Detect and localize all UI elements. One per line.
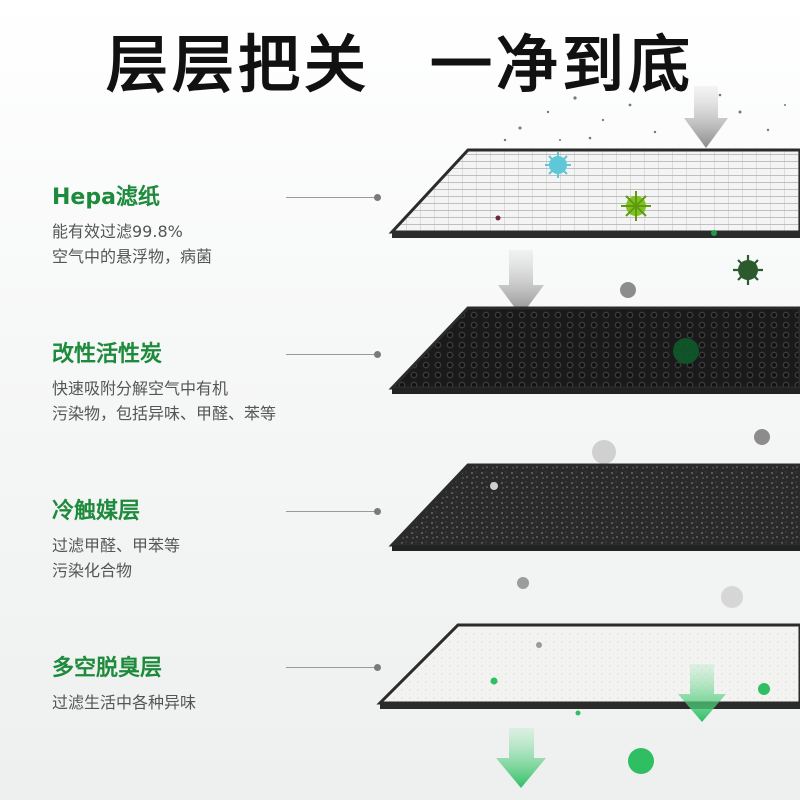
carbon-filter-layer bbox=[388, 306, 800, 394]
particle-dot bbox=[575, 710, 581, 716]
virus-icon bbox=[621, 191, 651, 221]
connector-line bbox=[286, 508, 381, 515]
layer-name: 改性活性炭 bbox=[52, 342, 163, 367]
layer-desc-line: 污染物，包括异味、甲醛、苯等 bbox=[52, 404, 277, 423]
layer-label-carbon: 改性活性炭 快速吸附分解空气中有机 污染物，包括异味、甲醛、苯等 bbox=[52, 340, 312, 426]
headline: 层层把关一净到底 bbox=[0, 14, 800, 104]
layer-name: Hepa滤纸 bbox=[52, 185, 160, 210]
layer-description: 能有效过滤99.8% 空气中的悬浮物，病菌 bbox=[52, 219, 312, 269]
particle-dot bbox=[754, 429, 770, 445]
layer-name: 多空脱臭层 bbox=[52, 656, 163, 681]
virus-icon bbox=[733, 255, 763, 285]
layer-label-deodorizing: 多空脱臭层 过滤生活中各种异味 bbox=[52, 654, 312, 715]
layer-desc-line: 快速吸附分解空气中有机 bbox=[52, 379, 229, 398]
particle-dot bbox=[620, 282, 636, 298]
particle-dot bbox=[592, 440, 616, 464]
connector-line bbox=[286, 664, 381, 671]
down-arrow-icon bbox=[498, 250, 544, 316]
layer-desc-line: 过滤甲醛、甲苯等 bbox=[52, 536, 181, 555]
particle-dot bbox=[517, 577, 529, 589]
layer-name: 冷触媒层 bbox=[52, 499, 141, 524]
layer-label-hepa: Hepa滤纸 能有效过滤99.8% 空气中的悬浮物，病菌 bbox=[52, 183, 312, 269]
layer-desc-line: 空气中的悬浮物，病菌 bbox=[52, 247, 213, 266]
layer-desc-line: 能有效过滤99.8% bbox=[52, 222, 183, 241]
cold-catalyst-layer bbox=[388, 463, 800, 551]
hepa-filter-layer bbox=[388, 148, 800, 238]
layer-desc-line: 污染化合物 bbox=[52, 561, 133, 580]
layer-description: 快速吸附分解空气中有机 污染物，包括异味、甲醛、苯等 bbox=[52, 376, 312, 426]
deodorizing-layer bbox=[376, 623, 800, 709]
particle-dot bbox=[758, 683, 770, 695]
particle-dot bbox=[628, 748, 654, 774]
particle-dot bbox=[490, 677, 498, 685]
particle-dot bbox=[495, 215, 501, 221]
particle-dot bbox=[490, 482, 498, 490]
down-arrow-icon bbox=[684, 86, 728, 148]
particle-dot bbox=[721, 586, 743, 608]
particle-dot bbox=[673, 338, 699, 364]
headline-part-1: 层层把关 bbox=[105, 28, 370, 101]
layer-desc-line: 过滤生活中各种异味 bbox=[52, 693, 197, 712]
particle-dot bbox=[536, 642, 542, 648]
layer-description: 过滤甲醛、甲苯等 污染化合物 bbox=[52, 533, 312, 583]
connector-line bbox=[286, 194, 381, 201]
virus-icon bbox=[545, 152, 571, 178]
layer-description: 过滤生活中各种异味 bbox=[52, 690, 312, 715]
headline-part-2: 一净到底 bbox=[430, 28, 695, 101]
down-arrow-icon bbox=[496, 728, 546, 788]
particle-dot bbox=[711, 230, 717, 236]
dust-particles bbox=[503, 79, 786, 142]
layer-label-cold-catalyst: 冷触媒层 过滤甲醛、甲苯等 污染化合物 bbox=[52, 497, 312, 583]
connector-line bbox=[286, 351, 381, 358]
down-arrow-icon bbox=[678, 664, 726, 722]
